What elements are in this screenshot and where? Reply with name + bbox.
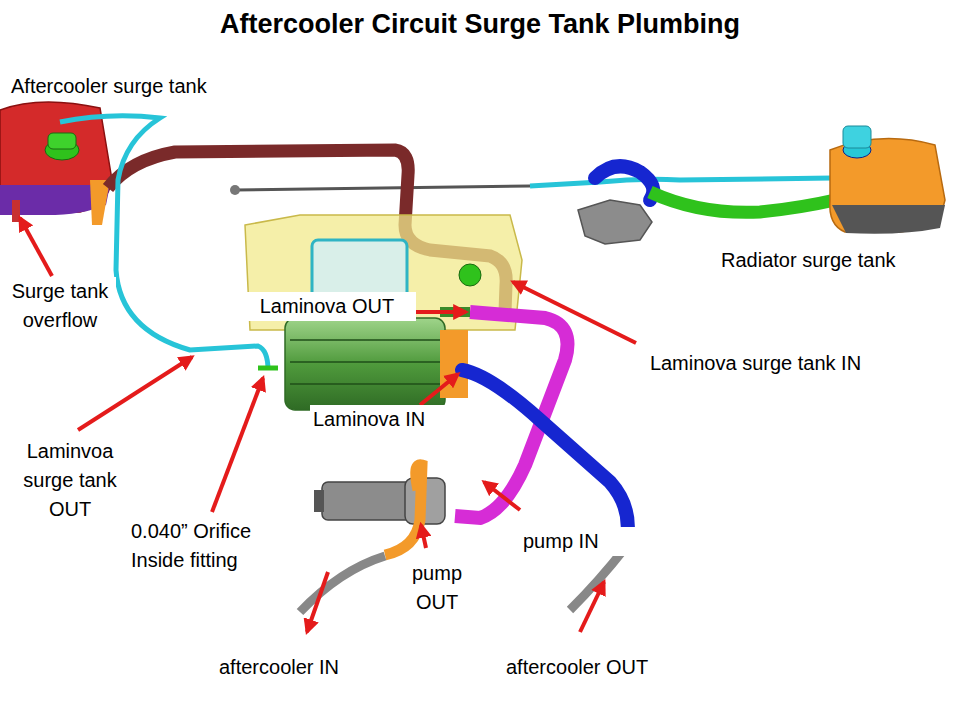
leader-arrow xyxy=(307,572,328,632)
thermostat-housing xyxy=(578,200,652,244)
radiator-surge-tank xyxy=(830,126,945,234)
blue-hose xyxy=(462,370,628,548)
cyan-line xyxy=(530,178,832,186)
blue-hose xyxy=(595,166,653,200)
leader-arrow xyxy=(78,357,192,430)
callout-label: aftercooler IN xyxy=(216,653,392,682)
leader-arrow xyxy=(513,282,636,343)
aftercooler-surge-tank xyxy=(0,102,112,225)
callout-label: Laminova surge tank IN xyxy=(630,349,881,378)
rod-end xyxy=(230,185,240,195)
callout-label: Radiator surge tank xyxy=(718,246,954,275)
leader-arrow xyxy=(421,525,426,548)
steel-pipe xyxy=(570,548,625,610)
leader-arrow xyxy=(420,374,458,405)
callout-label: Laminvoa surge tank OUT xyxy=(3,437,137,524)
callout-label: pump OUT xyxy=(392,559,482,617)
diagram-title: Aftercooler Circuit Surge Tank Plumbing xyxy=(0,8,960,40)
leader-arrow xyxy=(212,378,263,512)
leader-arrow xyxy=(580,582,604,632)
callout-label: aftercooler OUT xyxy=(503,653,699,682)
callout-label: pump IN xyxy=(520,527,646,556)
steel-pipe xyxy=(300,556,385,612)
leader-arrow xyxy=(484,482,520,510)
callout-label: 0.040” Orifice Inside fitting xyxy=(128,517,299,575)
callout-label: Aftercooler surge tank xyxy=(8,72,274,101)
leader-arrow xyxy=(20,218,52,276)
callout-label: Laminova OUT xyxy=(238,292,416,321)
orange-hose xyxy=(385,465,422,555)
magenta-hose xyxy=(455,312,568,518)
leader-arrow xyxy=(414,310,466,314)
steel-rod xyxy=(235,186,530,190)
callout-label: Laminova IN xyxy=(310,405,466,434)
green-hose xyxy=(650,192,835,212)
callout-label: Surge tank overflow xyxy=(4,277,116,335)
orifice-fitting xyxy=(258,366,278,371)
